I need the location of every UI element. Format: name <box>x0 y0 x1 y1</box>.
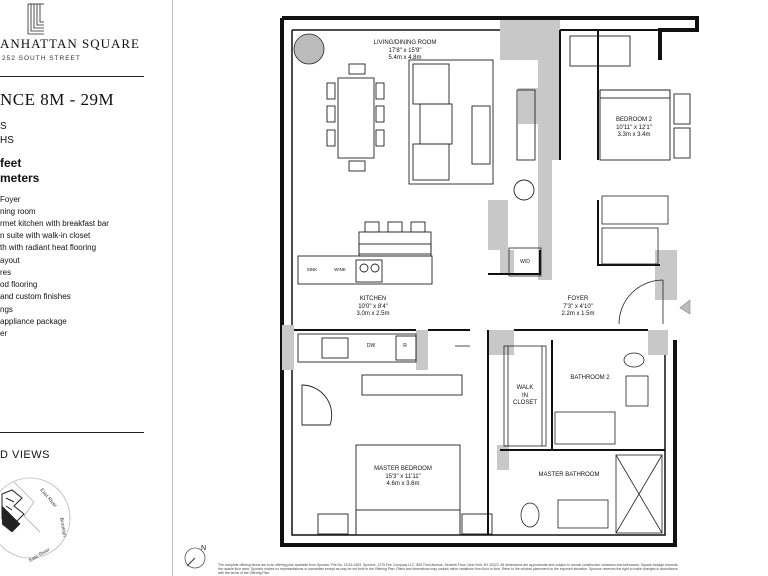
planter-icon <box>293 33 325 65</box>
washer-dryer <box>508 247 542 277</box>
feature-item: and custom finishes <box>0 292 71 301</box>
label-living-metric: 5.4m x 4.8m <box>388 55 422 61</box>
east-river-label-top: East River <box>38 487 58 509</box>
label-living-name: LIVING/DINING ROOM <box>373 40 437 46</box>
label-foyer-metric: 2.2m x 1.5m <box>561 311 595 317</box>
bedroom2-bed <box>599 89 691 161</box>
feature-item: appliance package <box>0 317 67 326</box>
label-living-imperial: 17'8" x 15'9" <box>388 48 422 54</box>
feature-item: res <box>0 268 12 277</box>
kitchen-island <box>358 221 432 257</box>
brand-address: 252 SOUTH STREET <box>2 55 81 62</box>
interior-walls <box>294 29 697 535</box>
dresser <box>361 374 463 396</box>
label-master-bedroom-imperial: 15'3" x 11'11" <box>385 474 421 480</box>
closets-bedroom2 <box>601 195 669 265</box>
feature-item: ning room <box>0 207 36 216</box>
feature-item: Foyer <box>0 195 21 204</box>
label-dishwasher: DW <box>366 343 376 349</box>
side-table-icon <box>513 179 535 201</box>
divider-bottom <box>0 432 144 433</box>
feature-item: rmet kitchen with breakfast bar <box>0 219 109 228</box>
label-wine: WINE <box>334 267 346 272</box>
label-fridge: R <box>403 343 407 349</box>
sofa <box>408 59 494 185</box>
views-title: D VIEWS <box>0 449 50 461</box>
kitchen-counter <box>297 255 433 285</box>
floor-plan <box>280 16 699 547</box>
panel-divider <box>172 0 173 576</box>
feature-item: th with radiant heat flooring <box>0 243 97 252</box>
feature-item: er <box>0 329 8 338</box>
label-foyer-imperial: 7'3" x 4'10" <box>563 304 593 310</box>
coffee-table <box>471 105 491 165</box>
north-label: N <box>201 545 206 552</box>
feature-item: n suite with walk-in closet <box>0 231 91 240</box>
master-bathroom-fixtures <box>520 454 663 534</box>
feature-item: ayout <box>0 256 20 265</box>
label-master-bathroom: MASTER BATHROOM <box>538 472 600 478</box>
divider-top <box>0 76 144 77</box>
armchair <box>301 384 333 426</box>
dining-table <box>326 63 385 172</box>
exterior-walls <box>280 16 699 547</box>
entry-arrow-icon <box>679 299 691 315</box>
walkin-closet-shelves <box>503 345 547 447</box>
label-bathroom2: BATHROOM 2 <box>570 375 610 381</box>
bathroom2-fixtures <box>554 352 649 445</box>
label-kitchen-name: KITCHEN <box>359 296 387 302</box>
brand-name: ANHATTAN SQUARE <box>0 36 140 51</box>
building-logo-icon <box>27 3 44 35</box>
key-plan-map: East River Brooklyn East River <box>0 477 71 564</box>
disclaimer-text: The complete offering terms are in an of… <box>218 563 678 576</box>
bedrooms-stat: S <box>0 121 7 132</box>
kitchen-bottom-counter <box>297 333 417 363</box>
label-walkin-closet: WALK IN CLOSET <box>512 385 538 406</box>
media-console <box>516 89 536 161</box>
east-river-label-bottom: East River <box>28 547 51 564</box>
label-bedroom2-metric: 3.3m x 3.4m <box>617 132 651 138</box>
label-washer-dryer: W/D <box>520 259 530 265</box>
label-sink: SINK <box>306 267 318 272</box>
desk <box>569 35 631 67</box>
label-master-bedroom-name: MASTER BEDROOM <box>374 466 432 472</box>
north-arrow-icon: N <box>184 545 206 569</box>
square-meters-stat: meters <box>0 171 40 185</box>
structural-columns <box>282 20 677 470</box>
doors <box>455 279 664 347</box>
residence-title: NCE 8M - 29M <box>0 90 115 109</box>
label-foyer-name: FOYER <box>567 296 589 302</box>
label-master-bedroom-metric: 4.6m x 3.6m <box>386 481 420 487</box>
bathrooms-stat: HS <box>0 135 14 146</box>
brooklyn-label: Brooklyn <box>58 517 67 537</box>
info-panel: ANHATTAN SQUARE 252 SOUTH STREET NCE 8M … <box>0 0 172 576</box>
feature-item: od flooring <box>0 280 38 289</box>
label-bedroom2-name: BEDROOM 2 <box>615 117 653 123</box>
label-bedroom2-imperial: 10'11" x 12'1" <box>616 125 652 131</box>
label-kitchen-metric: 3.0m x 2.5m <box>356 311 390 317</box>
master-bedroom-bed <box>317 444 493 536</box>
label-kitchen-imperial: 10'0" x 8'4" <box>358 304 388 310</box>
square-feet-stat: feet <box>0 156 22 170</box>
feature-item: ngs <box>0 305 13 314</box>
